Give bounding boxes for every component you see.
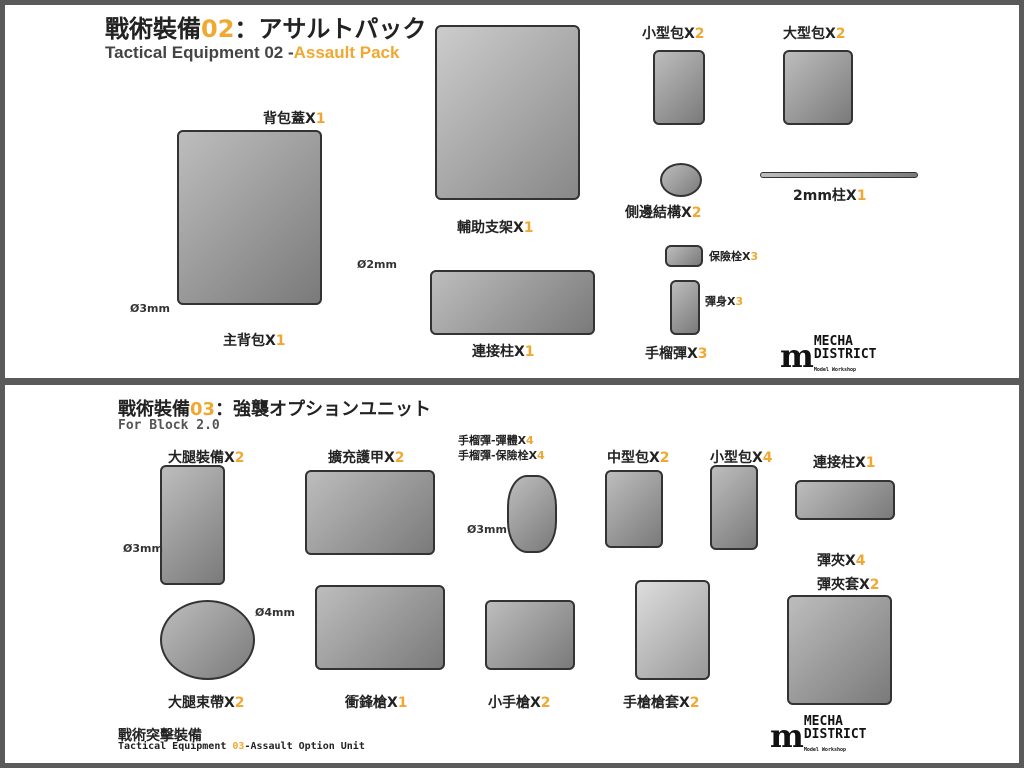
dimension-label: Ø3mm	[467, 523, 507, 536]
pistol-image	[485, 600, 575, 670]
part-label: 側邊結構X2	[625, 205, 702, 221]
part-label: 手榴彈-彈體X4	[458, 434, 534, 447]
holster-image	[635, 580, 710, 680]
part-label: 大腿裝備X2	[168, 450, 245, 466]
dimension-label: Ø4mm	[255, 606, 295, 619]
section1-title: 戰術裝備02：アサルトパック	[105, 15, 427, 43]
part-label: 彈夾X4	[817, 553, 866, 569]
part-label: 保險栓X3	[709, 250, 759, 263]
support-frame-image	[435, 25, 580, 200]
smg-image	[315, 585, 445, 670]
part-label: 小型包X4	[710, 450, 773, 466]
magazine-holder-image	[787, 595, 892, 705]
medium-pouch-image	[605, 470, 663, 548]
grenade-image	[507, 475, 557, 553]
small-pouch-image	[710, 465, 758, 550]
section1-subtitle: Tactical Equipment 02 -Assault Pack	[105, 43, 400, 62]
section2-subtitle: For Block 2.0	[118, 418, 220, 433]
part-label: 小手槍X2	[488, 695, 551, 711]
connector-post-image	[430, 270, 595, 335]
part-label: 手槍槍套X2	[623, 695, 700, 711]
main-backpack-image	[177, 130, 322, 305]
connector-post-image	[795, 480, 895, 520]
2mm-post-image	[760, 172, 918, 178]
part-label: 大型包X2	[783, 26, 846, 42]
part-label: 連接柱X1	[472, 344, 535, 360]
part-label: 彈夾套X2	[817, 577, 880, 593]
side-structure-image	[660, 163, 702, 197]
part-label: 衝鋒槍X1	[345, 695, 408, 711]
part-label: 2mm柱X1	[793, 188, 867, 204]
part-label: 彈身X3	[705, 295, 744, 308]
dimension-label: Ø3mm	[123, 542, 163, 555]
thigh-gear-image	[160, 465, 225, 585]
part-label: 連接柱X1	[813, 455, 876, 471]
footer-title: 戰術突擊裝備	[118, 728, 202, 744]
part-label: 手榴彈X3	[645, 346, 708, 362]
part-label: 中型包X2	[607, 450, 670, 466]
grenade-body-image	[670, 280, 700, 335]
part-label: 小型包X2	[642, 26, 705, 42]
part-label: 背包蓋X1	[263, 111, 326, 127]
small-pouch-image	[653, 50, 705, 125]
assault-option-panel: 戰術裝備03：強襲オプションユニット For Block 2.0 大腿裝備X2 …	[5, 385, 1019, 763]
dimension-label: Ø2mm	[357, 258, 397, 271]
dimension-label: Ø3mm	[130, 302, 170, 315]
large-pouch-image	[783, 50, 853, 125]
safety-pin-image	[665, 245, 703, 267]
section2-title: 戰術裝備03：強襲オプションユニット	[118, 399, 432, 420]
assault-pack-panel: 戰術裝備02：アサルトパック Tactical Equipment 02 -As…	[5, 5, 1019, 378]
armor-image	[305, 470, 435, 555]
part-label: 輔助支架X1	[457, 220, 534, 236]
part-label: 主背包X1	[223, 333, 286, 349]
thigh-strap-image	[160, 600, 255, 680]
part-label: 手榴彈-保險栓X4	[458, 449, 545, 462]
part-label: 擴充護甲X2	[328, 450, 405, 466]
part-label: 大腿束帶X2	[168, 695, 245, 711]
footer-subtitle: Tactical Equipment 03-Assault Option Uni…	[118, 741, 365, 752]
